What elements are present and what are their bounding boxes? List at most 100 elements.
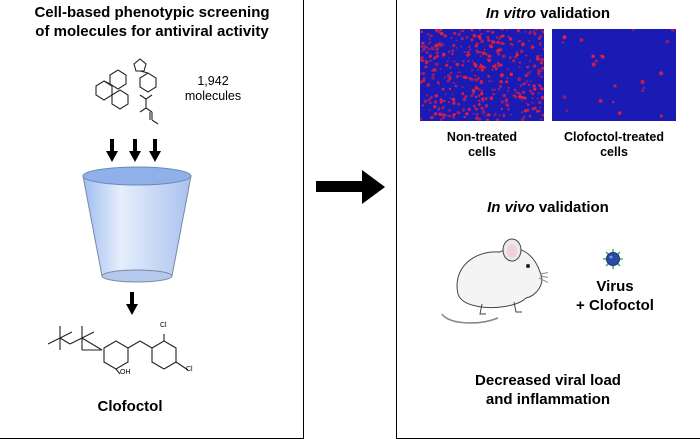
infected-cell — [429, 95, 433, 99]
virus-label-line1: Virus — [596, 278, 634, 295]
infected-cell — [487, 54, 492, 58]
infected-cell — [508, 37, 513, 41]
infected-cell — [537, 92, 540, 95]
infected-cell — [519, 84, 523, 87]
infected-cell — [515, 52, 518, 54]
infected-cell — [478, 50, 482, 54]
infected-cell — [528, 40, 531, 42]
infected-cell — [613, 84, 617, 88]
infected-cell — [518, 66, 521, 68]
infected-cell — [479, 65, 482, 68]
infected-cell — [438, 112, 442, 116]
infected-cell — [449, 97, 452, 100]
infected-cell — [541, 66, 544, 71]
infected-cell — [617, 111, 622, 115]
infected-cell — [502, 113, 505, 116]
infected-cell — [451, 93, 454, 96]
infected-cell — [486, 35, 490, 39]
infected-cell — [448, 57, 450, 59]
infected-cell — [427, 43, 430, 45]
in-vivo-result: Decreased viral load and inflammation — [420, 371, 676, 409]
infected-cell — [481, 65, 485, 69]
infected-cell — [536, 57, 540, 61]
infected-cell — [561, 41, 564, 44]
right-arrow-icon — [316, 170, 385, 204]
infected-cell — [436, 43, 439, 45]
infected-cell — [461, 108, 465, 112]
infected-cell — [540, 75, 543, 78]
infected-cell — [540, 86, 543, 90]
infected-cell — [449, 66, 452, 69]
infected-cell — [433, 112, 438, 116]
infected-cell — [458, 112, 461, 115]
infected-cell — [529, 89, 532, 92]
infected-cell — [497, 53, 501, 56]
infected-cell — [474, 64, 478, 68]
infected-cell — [421, 59, 424, 62]
infected-cell — [527, 103, 530, 107]
infected-cell — [466, 53, 470, 57]
infected-cell — [420, 72, 422, 76]
infected-cell — [532, 84, 536, 88]
infected-cell — [422, 47, 426, 52]
infected-cell — [450, 37, 453, 39]
infected-cell — [531, 101, 534, 104]
chem-label-cl-top: Cl — [160, 322, 167, 329]
infected-cell — [420, 80, 423, 84]
infected-cell — [451, 52, 454, 56]
infected-cell — [428, 54, 432, 58]
infected-cell — [517, 95, 520, 98]
infected-cell — [448, 87, 452, 91]
clofoctol-treated-micrograph — [552, 29, 676, 121]
infected-cell — [446, 60, 449, 63]
infected-cell — [470, 69, 474, 72]
infected-cell — [538, 100, 542, 105]
infected-cell — [481, 51, 486, 55]
infected-cell — [451, 114, 454, 117]
infected-cell — [534, 29, 538, 31]
infected-cell — [514, 55, 518, 59]
infected-cell — [441, 100, 444, 103]
infected-cell — [455, 62, 460, 67]
infected-cell — [429, 59, 432, 62]
infected-cell — [428, 38, 431, 41]
infected-cell — [439, 118, 443, 121]
infected-cell — [525, 54, 528, 57]
infected-cell — [463, 51, 466, 54]
infected-cell — [478, 99, 481, 103]
result-line2: and inflammation — [485, 391, 611, 408]
infected-cell — [496, 48, 501, 53]
infected-cell — [455, 47, 458, 49]
infected-cell — [541, 113, 544, 117]
infected-cell — [462, 60, 465, 63]
infected-cell — [487, 58, 491, 63]
infected-cell — [470, 39, 473, 42]
non-treated-micrograph — [420, 29, 544, 121]
infected-cell — [437, 30, 441, 34]
infected-cell — [452, 43, 456, 48]
infected-cell — [443, 76, 446, 79]
infected-cell — [420, 56, 422, 60]
infected-cell — [445, 63, 449, 67]
infected-cell — [528, 83, 531, 86]
infected-cell — [538, 75, 540, 78]
down-arrow-icon — [126, 292, 138, 315]
infected-cell — [496, 40, 501, 45]
infected-cell — [451, 97, 456, 102]
infected-cell — [565, 109, 569, 112]
infected-cell — [533, 87, 537, 91]
infected-cell — [517, 77, 521, 81]
infected-cell — [670, 29, 675, 32]
infected-cell — [505, 80, 509, 84]
infected-cell — [455, 120, 458, 121]
infected-cell — [446, 74, 451, 78]
infected-cell — [467, 59, 470, 63]
chem-label-oh: OH — [120, 369, 131, 376]
infected-cell — [521, 99, 523, 102]
infected-cell — [421, 104, 424, 107]
infected-cell — [525, 80, 528, 83]
infected-cell — [441, 113, 445, 117]
infected-cell — [538, 84, 542, 88]
infected-cell — [529, 59, 532, 62]
infected-cell — [494, 88, 497, 91]
